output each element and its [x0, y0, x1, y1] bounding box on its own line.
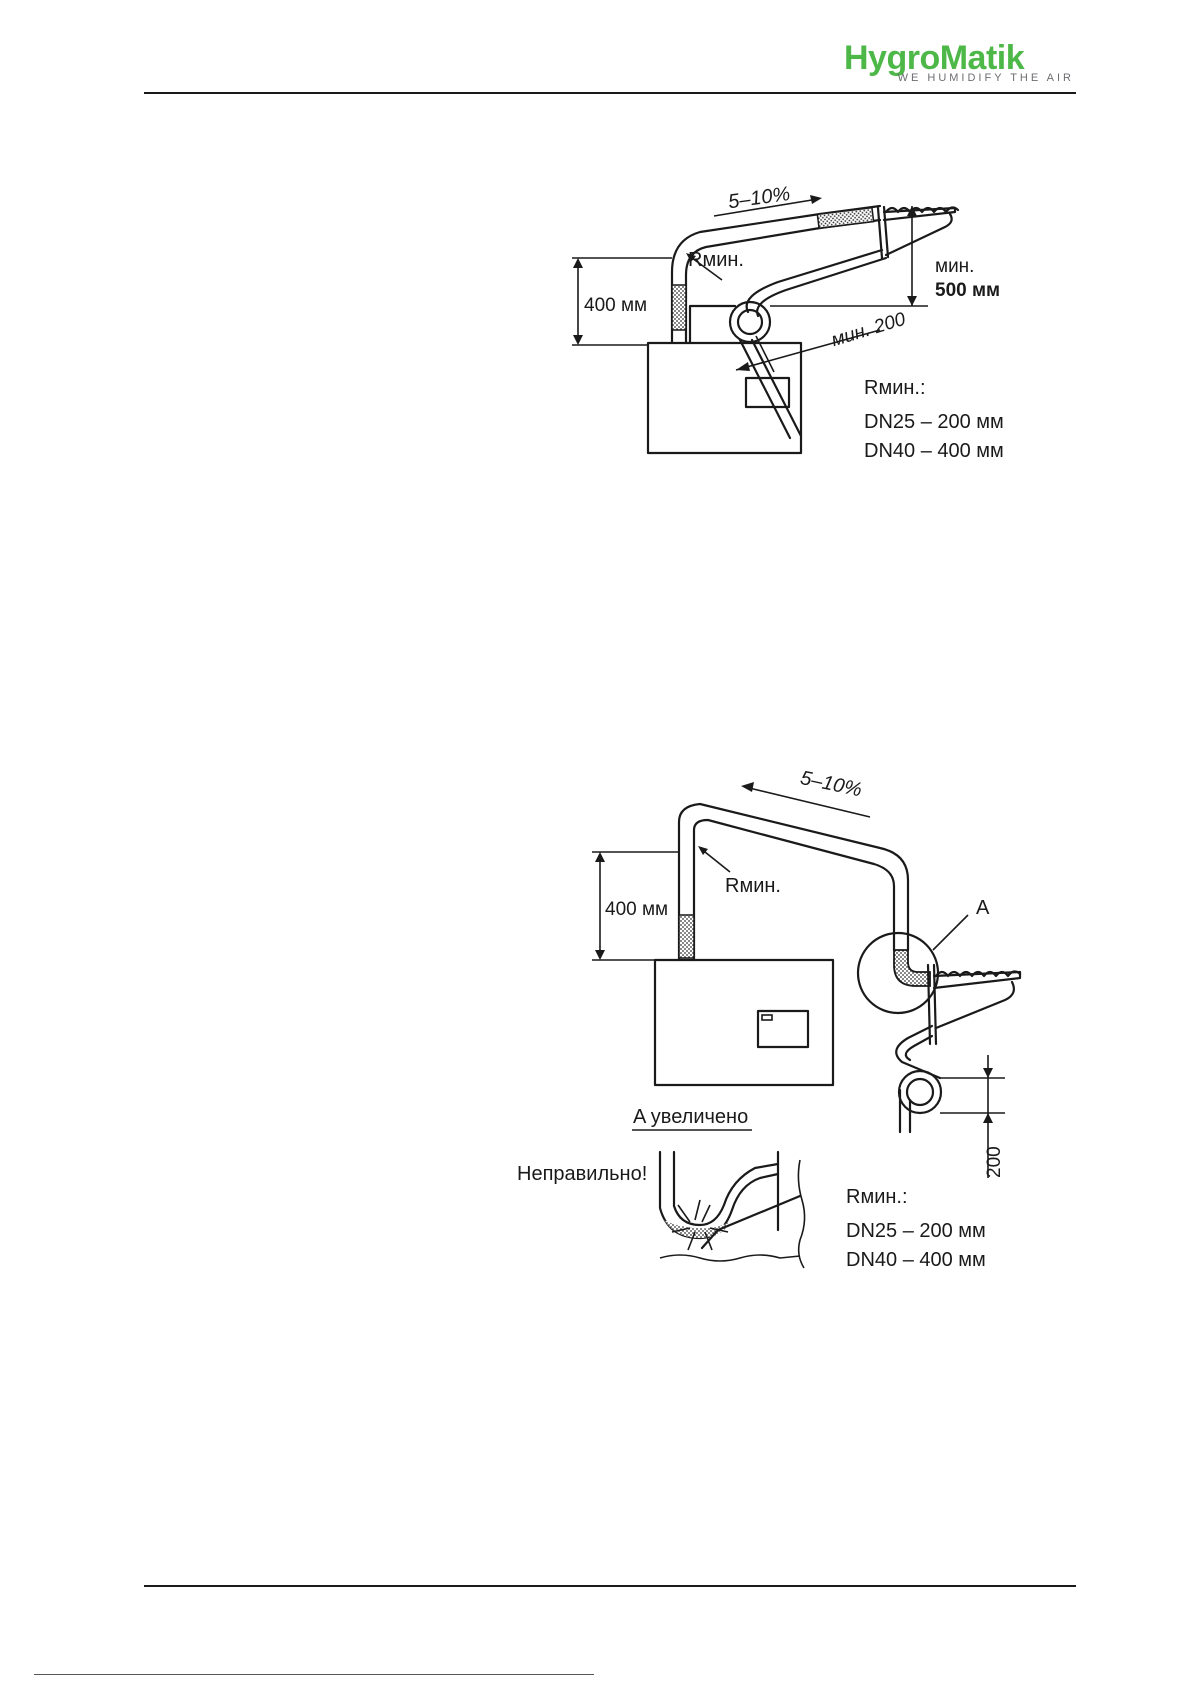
- steam-hose-diagram-upward: 400 мм мин. 500 мм мин. 200 Rмин. 5–10% …: [0, 0, 1191, 520]
- detail-a-leader: [933, 915, 968, 950]
- condensate-zone-vertical: [672, 285, 686, 330]
- rmin-dn25: DN25 – 200 мм: [864, 411, 1004, 433]
- slope-arrow-head: [810, 195, 822, 204]
- drain-connection: [690, 306, 735, 343]
- condensate-zone-upper: [817, 208, 873, 229]
- wrong-wall-wave: [798, 1160, 804, 1268]
- rmin-label: Rмин.: [688, 249, 744, 271]
- detail-a-marker: A: [976, 897, 990, 919]
- wrong-floor-wave: [660, 1255, 800, 1261]
- drain-loop-inner: [738, 310, 762, 334]
- steam-hose: [672, 214, 820, 343]
- rmin-dn40: DN40 – 400 мм: [864, 440, 1004, 462]
- enlarged-label: A увеличено: [633, 1106, 748, 1128]
- steam-hose-diagram-downward: A 200 400 мм Rмин. 5–10% A увеличено Неп…: [0, 760, 1191, 1280]
- footer-rule: [144, 1585, 1076, 1587]
- steam-hose: [679, 804, 908, 960]
- wrong-detail-hose: [660, 1152, 778, 1238]
- rmin-dn40: DN40 – 400 мм: [846, 1249, 986, 1271]
- slope-arrow-head: [741, 782, 754, 792]
- dim-200-arrow: [736, 362, 750, 371]
- humidifier-unit: [648, 343, 801, 453]
- detail-hose-bend: [894, 950, 930, 986]
- dim-200-label: 200: [984, 1146, 1005, 1178]
- drain-loop-outer: [730, 302, 770, 342]
- air-duct: [934, 972, 1020, 1028]
- rmin-label: Rмин.: [725, 875, 781, 897]
- dim-500-min-label: мин.: [935, 256, 974, 277]
- rmin-title: Rмин.:: [864, 377, 926, 399]
- air-duct: [884, 208, 955, 255]
- drain-loop-outer: [899, 1071, 941, 1113]
- wrong-label: Неправильно!: [517, 1163, 647, 1185]
- dim-200-label: мин. 200: [829, 309, 909, 352]
- page-bottom-edge: [34, 1674, 594, 1675]
- slope-label: 5–10%: [727, 183, 792, 213]
- dim-400-label: 400 мм: [584, 295, 647, 316]
- humidifier-unit: [655, 960, 833, 1085]
- condensate-zone-vertical: [679, 915, 694, 958]
- rmin-title: Rмин.:: [846, 1186, 908, 1208]
- unit-display: [758, 1011, 808, 1047]
- slope-label: 5–10%: [798, 767, 863, 801]
- dim-400-label: 400 мм: [605, 899, 668, 920]
- unit-display-indicator: [762, 1015, 772, 1020]
- dim-500-value-label: 500 мм: [935, 280, 1000, 301]
- rmin-dn25: DN25 – 200 мм: [846, 1220, 986, 1242]
